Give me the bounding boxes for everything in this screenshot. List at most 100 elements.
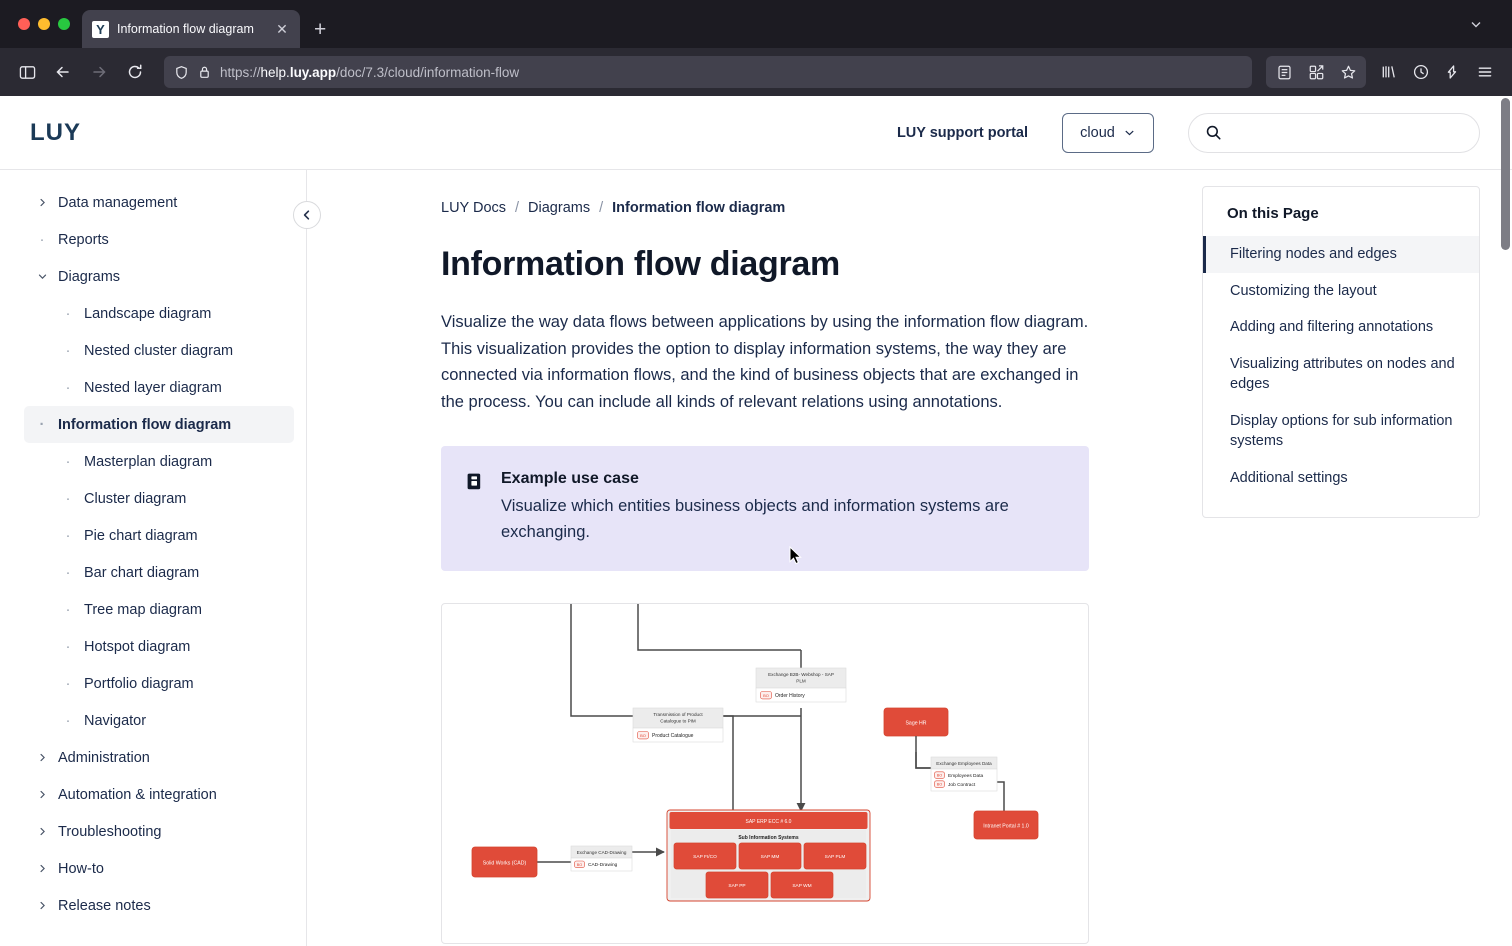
- version-select[interactable]: cloud: [1062, 112, 1154, 153]
- diagram-node-sage-hr[interactable]: Sage HR: [883, 708, 949, 737]
- svg-text:Exchange CAD-Drawing: Exchange CAD-Drawing: [577, 850, 627, 855]
- sidebar-item-hotspot-diagram[interactable]: ·Hotspot diagram: [0, 628, 306, 665]
- sidebar-item-navigator[interactable]: ·Navigator: [0, 702, 306, 739]
- sidebar-item-data-management[interactable]: Data management: [0, 184, 306, 221]
- sidebar-item-nested-cluster-diagram[interactable]: ·Nested cluster diagram: [0, 332, 306, 369]
- bullet-icon: ·: [65, 490, 71, 507]
- minimize-window-button[interactable]: [38, 18, 50, 30]
- search-icon: [1205, 124, 1222, 141]
- information-flow-diagram-figure[interactable]: Exchange B2B- Webshop - SAP PLM BO Order…: [441, 603, 1089, 945]
- sidebar-item-diagrams[interactable]: Diagrams: [0, 258, 306, 295]
- bookmark-star-icon[interactable]: [1333, 57, 1363, 87]
- sidebar-item-automation-integration[interactable]: Automation & integration: [0, 776, 306, 813]
- lock-icon[interactable]: [198, 65, 211, 79]
- sidebar-item-cluster-diagram[interactable]: ·Cluster diagram: [0, 480, 306, 517]
- bullet-icon: ·: [65, 564, 71, 581]
- breadcrumb-item-diagrams[interactable]: Diagrams: [528, 200, 591, 216]
- sidebar-item-label: Portfolio diagram: [84, 675, 194, 692]
- sidebar-item-troubleshooting[interactable]: Troubleshooting: [0, 813, 306, 850]
- sidebar-item-landscape-diagram[interactable]: · Landscape diagram: [0, 295, 306, 332]
- callout-title: Example use case: [501, 469, 639, 487]
- sidebar-item-how-to[interactable]: How-to: [0, 850, 306, 887]
- bullet-icon: ·: [65, 379, 71, 396]
- library-icon[interactable]: [1374, 57, 1404, 87]
- toc-item-visualizing-attributes-on-nodes-and-edges[interactable]: Visualizing attributes on nodes and edge…: [1230, 355, 1455, 393]
- sidebar-item-label: Masterplan diagram: [84, 453, 213, 470]
- maximize-window-button[interactable]: [58, 18, 70, 30]
- back-button[interactable]: [48, 57, 78, 87]
- sidebar-item-masterplan-diagram[interactable]: · Masterplan diagram: [0, 443, 306, 480]
- breadcrumb-separator: /: [515, 200, 520, 216]
- sidebar-item-release-notes[interactable]: Release notes: [0, 887, 306, 924]
- page-scrollbar[interactable]: [1501, 98, 1510, 250]
- svg-text:SAP PP: SAP PP: [728, 883, 745, 889]
- diagram-node-sap-erp-group[interactable]: SAP ERP ECC # 6.0 Sub Information System…: [666, 810, 871, 902]
- shield-icon[interactable]: [174, 65, 189, 80]
- sidebar-icon[interactable]: [12, 57, 42, 87]
- close-tab-icon[interactable]: ✕: [276, 21, 288, 37]
- site-logo[interactable]: LUY: [30, 118, 81, 146]
- sidebar-item-label: Nested layer diagram: [84, 379, 222, 396]
- sidebar-item-label: Release notes: [58, 897, 151, 914]
- chevron-down-icon: [1123, 126, 1136, 139]
- site-header-actions: LUY support portal cloud: [896, 112, 1482, 153]
- extensions-icon[interactable]: [1301, 57, 1331, 87]
- sidebar-item-bar-chart-diagram[interactable]: ·Bar chart diagram: [0, 554, 306, 591]
- diagram-node-solid-works[interactable]: Solid Works (CAD): [471, 847, 538, 878]
- svg-text:Solid Works (CAD): Solid Works (CAD): [483, 861, 527, 867]
- page-title: Information flow diagram: [441, 245, 840, 283]
- svg-text:BO: BO: [763, 693, 769, 698]
- reload-button[interactable]: [120, 57, 150, 87]
- breadcrumb-item-luy-docs[interactable]: LUY Docs: [441, 200, 507, 216]
- flow-node-exchange-cad-drawing[interactable]: Exchange CAD-Drawing BO CAD-Drawing: [570, 846, 633, 872]
- toc-item-adding-and-filtering-annotations[interactable]: Adding and filtering annotations: [1230, 319, 1434, 336]
- on-this-page-title: On this Page: [1227, 205, 1319, 222]
- toc-item-additional-settings[interactable]: Additional settings: [1230, 470, 1348, 487]
- bullet-icon: ·: [39, 231, 45, 248]
- address-bar[interactable]: https://help.luy.app/doc/7.3/cloud/infor…: [164, 56, 1252, 88]
- svg-text:Product Catalogue: Product Catalogue: [652, 733, 694, 739]
- sync-account-icon[interactable]: [1438, 57, 1468, 87]
- sidebar-item-reports[interactable]: ·Reports: [0, 221, 306, 258]
- list-all-tabs-chevron-down-icon[interactable]: [1468, 16, 1484, 32]
- sidebar-item-administration[interactable]: Administration: [0, 739, 306, 776]
- support-portal-link[interactable]: LUY support portal: [896, 124, 1028, 141]
- bullet-icon: ·: [65, 453, 71, 470]
- sidebar-item-tree-map-diagram[interactable]: ·Tree map diagram: [0, 591, 306, 628]
- sidebar-item-pie-chart-diagram[interactable]: ·Pie chart diagram: [0, 517, 306, 554]
- diagram-node-intranet-portal[interactable]: Intranet Portal # 1.0: [973, 811, 1039, 840]
- sidebar-item-nested-layer-diagram[interactable]: · Nested layer diagram: [0, 369, 306, 406]
- bullet-icon: ·: [65, 305, 71, 322]
- browser-tab[interactable]: Y Information flow diagram ✕: [82, 10, 300, 48]
- svg-text:SAP WM: SAP WM: [792, 883, 811, 889]
- svg-text:BO: BO: [577, 863, 583, 867]
- reader-view-icon[interactable]: [1269, 57, 1299, 87]
- history-icon[interactable]: [1406, 57, 1436, 87]
- toc-item-filtering-nodes-and-edges[interactable]: Filtering nodes and edges: [1203, 236, 1479, 273]
- close-window-button[interactable]: [18, 18, 30, 30]
- svg-text:SAP ERP ECC # 6.0: SAP ERP ECC # 6.0: [746, 819, 792, 825]
- toc-item-customizing-the-layout[interactable]: Customizing the layout: [1230, 282, 1377, 299]
- sidebar-item-portfolio-diagram[interactable]: ·Portfolio diagram: [0, 665, 306, 702]
- new-tab-button[interactable]: +: [314, 18, 327, 41]
- chevron-down-icon: [36, 272, 48, 281]
- callout-text: Visualize which entities business object…: [501, 496, 1009, 542]
- svg-text:Order History: Order History: [775, 693, 805, 699]
- breadcrumb-separator: /: [599, 200, 604, 216]
- toc-item-display-options-for-sub-information-systems[interactable]: Display options for sub information syst…: [1230, 412, 1453, 450]
- flow-node-exchange-employees-data[interactable]: Exchange Employees Data BO Employees Dat…: [930, 757, 998, 792]
- flow-node-exchange-b2b[interactable]: Exchange B2B- Webshop - SAP PLM BO Order…: [755, 668, 847, 703]
- svg-text:Transmission of Product: Transmission of Product: [653, 712, 703, 717]
- flow-node-transmission-pim[interactable]: Transmission of Product Catalogue to PIM…: [632, 708, 724, 743]
- search-input[interactable]: [1232, 124, 1463, 141]
- sidebar-collapse-button[interactable]: [293, 201, 321, 229]
- sidebar-item-label: Landscape diagram: [84, 305, 212, 322]
- sidebar-item-information-flow-diagram[interactable]: ·Information flow diagram: [24, 406, 294, 443]
- sidebar-item-label: Troubleshooting: [58, 823, 162, 840]
- bullet-icon: ·: [65, 712, 71, 729]
- search-box[interactable]: [1188, 112, 1480, 153]
- app-menu-icon[interactable]: [1470, 57, 1500, 87]
- window-controls: [10, 0, 82, 48]
